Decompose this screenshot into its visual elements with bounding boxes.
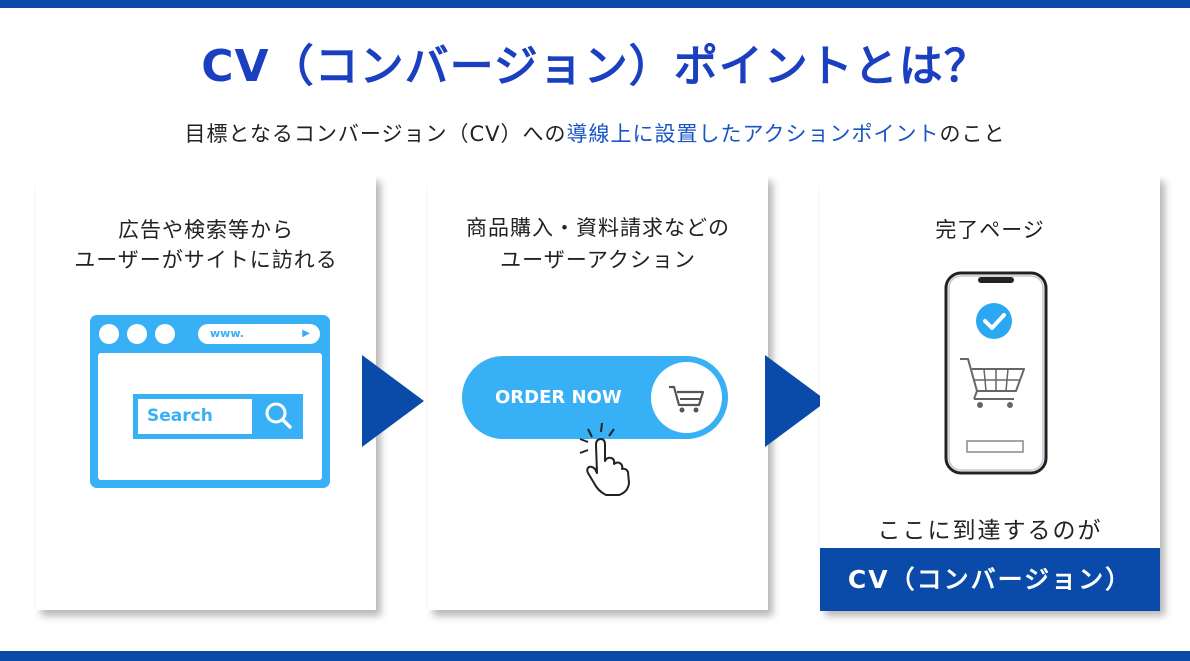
step-label-line1: 完了ページ (935, 218, 1045, 242)
cv-label-box: CV（コンバージョン） (820, 548, 1160, 611)
step-panel-visit: 広告や検索等から ユーザーがサイトに訪れる www. ▶ Search (36, 175, 376, 610)
browser-content: Search (98, 353, 322, 480)
smartphone-icon (944, 271, 1048, 475)
window-dot (155, 324, 175, 344)
cart-icon (651, 362, 722, 433)
step-label-line2: ユーザーがサイトに訪れる (74, 248, 338, 272)
pointer-hand-icon (579, 422, 630, 496)
step-panel-complete: 完了ページ ここに到達するのが CV（コンバージョン） (820, 175, 1160, 611)
arrow-right-icon (362, 355, 424, 447)
step-label-line1: 商品購入・資料請求などの (466, 216, 730, 240)
window-dot (99, 324, 119, 344)
step-panel-action: 商品購入・資料請求などの ユーザーアクション ORDER NOW (428, 175, 768, 610)
search-input: Search (138, 399, 252, 434)
order-now-label: ORDER NOW (495, 387, 622, 408)
search-bar: Search (133, 394, 303, 439)
step-label-line2: ユーザーアクション (500, 248, 696, 272)
order-now-button: ORDER NOW (462, 356, 728, 439)
subtitle-highlight: 導線上に設置したアクションポイント (566, 122, 940, 146)
step-label-line1: 広告や検索等から (118, 218, 294, 242)
page-title: CV（コンバージョン）ポイントとは？ (201, 41, 989, 92)
window-dot (127, 324, 147, 344)
url-text: www. (210, 327, 244, 340)
arrow-right-icon (765, 355, 827, 447)
url-bar: www. ▶ (198, 324, 320, 344)
search-icon (265, 402, 292, 429)
browser-icon: www. ▶ Search (90, 315, 330, 488)
reach-text: ここに到達するのが (877, 518, 1103, 544)
subtitle: 目標となるコンバージョン（CV）への導線上に設置したアクションポイントのこと (0, 118, 1190, 148)
subtitle-text: 目標となるコンバージョン（CV）への (184, 122, 567, 146)
subtitle-suffix: のこと (939, 122, 1006, 146)
bottom-accent-bar (0, 651, 1190, 661)
top-accent-bar (0, 0, 1190, 8)
play-icon: ▶ (302, 328, 310, 339)
